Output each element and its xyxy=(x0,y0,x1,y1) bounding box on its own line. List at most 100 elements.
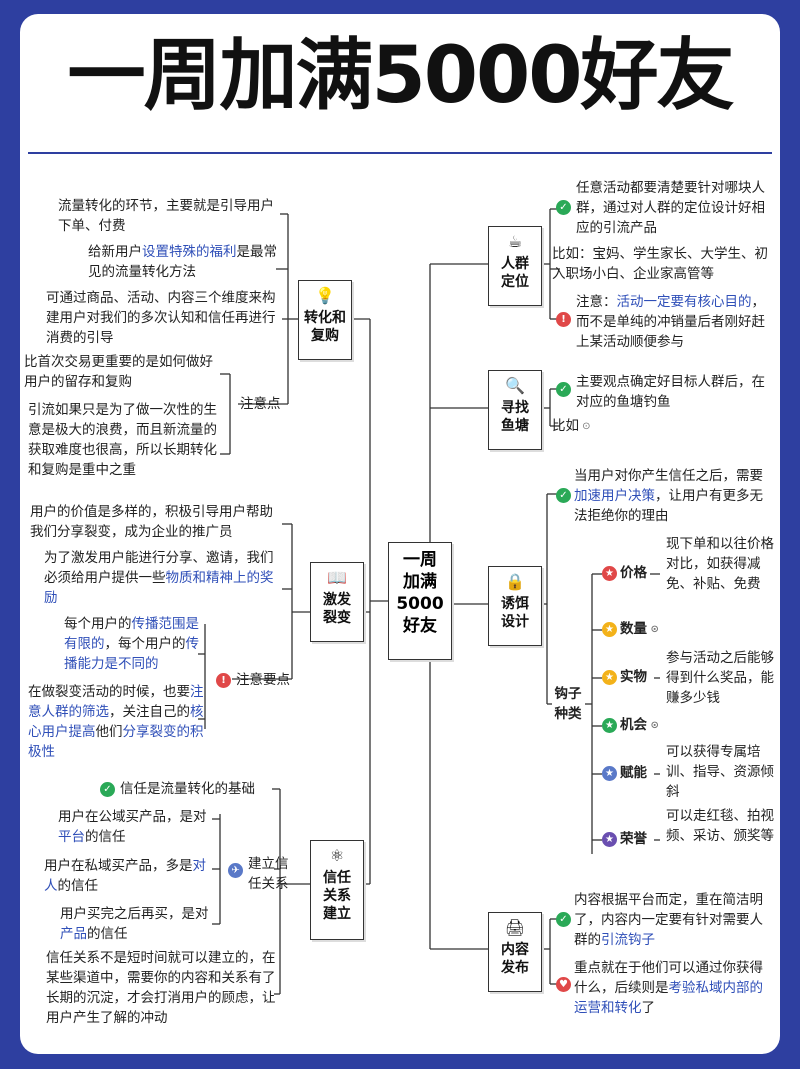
text-highlight: 对人 xyxy=(44,858,206,894)
node-label: 裂变 xyxy=(323,610,351,626)
trust-text-2: 用户在公域买产品，是对平台的信任 xyxy=(58,807,210,847)
node-label: 发布 xyxy=(501,960,529,976)
hook-desc: 现下单和以往价格对比，如获得减免、补贴、免费 xyxy=(666,536,774,592)
text-fragment: 了 xyxy=(641,1000,656,1016)
text-fragment: 为了激发用户能进行分享、邀请，我们必须给用户提供一些 xyxy=(44,550,274,586)
book-icon: 📖 xyxy=(327,568,347,587)
text-fragment: 当用户对你产生信任之后，需要 xyxy=(574,468,763,484)
text-highlight: 传播范围是有限的 xyxy=(64,616,199,652)
text-highlight: 考验私域内部的运营和转化 xyxy=(574,980,763,1016)
center-line: 加满 xyxy=(403,572,437,592)
poster-card: 一周加满5000好友 xyxy=(20,14,780,1054)
check-icon: ✓ xyxy=(556,488,571,503)
hook-name: 赋能 xyxy=(620,765,647,781)
node-conversion: 💡 转化和 复购 xyxy=(298,280,352,360)
fission-text-1: 用户的价值是多样的，积极引导用户帮助我们分享裂变，成为企业的推广员 xyxy=(30,504,273,540)
text-fragment: 重点就在于他们可以通过你获得什么，后续则是 xyxy=(574,960,763,996)
crowd-text-1: 任意活动都要清楚要针对哪块人群，通过对人群的定位设计好相应的引流产品 xyxy=(576,180,765,236)
bait-text-1: 当用户对你产生信任之后，需要加速用户决策，让用户有更多无法拒绝你的理由 xyxy=(574,466,776,526)
fission-text-4: 在做裂变活动的时候，也要注意人群的筛选，关注自己的核心用户提高他们分享裂变的积极… xyxy=(28,682,206,762)
center-node: 一周 加满 5000 好友 xyxy=(388,542,452,660)
text-highlight: 核心用户提高 xyxy=(28,704,204,740)
lock-icon: 🔒 xyxy=(505,572,525,591)
hook-desc: 可以走红毯、拍视频、采访、颁奖等 xyxy=(666,808,774,844)
text-fragment: ，每个用户的 xyxy=(104,636,186,652)
pond-text-2: 比如 ⊙ xyxy=(552,416,591,437)
node-trust: ⚛ 信任 关系 建立 xyxy=(310,840,364,940)
conversion-text-2: 给新用户设置特殊的福利是最常见的流量转化方法 xyxy=(88,242,278,282)
text-highlight: 产品 xyxy=(60,926,87,942)
node-label: 建立 xyxy=(323,906,351,922)
star-icon: ★ xyxy=(602,670,617,685)
text-fragment: 用户买完之后再买，是对 xyxy=(60,906,209,922)
conversion-note-label: 注意点 xyxy=(240,396,281,412)
center-line: 好友 xyxy=(403,616,437,636)
text-fragment: ，关注自己的 xyxy=(109,704,190,720)
node-label: 内容 xyxy=(501,942,529,958)
star-icon: ★ xyxy=(602,566,617,581)
node-crowd: ☕ 人群 定位 xyxy=(488,226,542,306)
check-icon: ✓ xyxy=(556,912,571,927)
node-label: 转化和 xyxy=(304,310,346,326)
connector-lines xyxy=(198,208,660,995)
note-icon: ⊙ xyxy=(647,624,659,635)
hook-label-line: 种类 xyxy=(554,706,582,722)
node-label: 诱饵 xyxy=(501,596,529,612)
text-fragment: 机会 xyxy=(620,717,647,733)
heart-icon: ♥ xyxy=(556,977,571,992)
hook-desc: 参与活动之后能够得到什么奖品，能赚多少钱 xyxy=(666,650,774,706)
alert-icon: ! xyxy=(556,312,571,327)
center-line: 5000 xyxy=(396,594,444,614)
text-fragment: 用户在公域买产品，是对 xyxy=(58,809,207,825)
atom-icon: ⚛ xyxy=(329,846,345,865)
text-fragment: 每个用户的 xyxy=(64,616,132,632)
plane-icon: ✈ xyxy=(228,863,243,878)
fission-note-label: 注意要点 xyxy=(236,672,290,688)
note-icon: ⊙ xyxy=(579,421,591,432)
text-fragment: ，让用户有更多无法拒绝你的理由 xyxy=(574,488,763,524)
node-content: 🖨 内容 发布 xyxy=(488,912,542,992)
text-fragment: 他们 xyxy=(95,724,123,740)
pond-text-1: 主要观点确定好目标人群后，在对应的鱼塘钓鱼 xyxy=(576,374,765,410)
text-fragment: 内容根据平台而定，重在简洁明了，内容内一定要有针对需要人群的 xyxy=(574,892,763,948)
crowd-text-3: 注意：活动一定要有核心目的，而不是单纯的冲销量后者刚好赶上某活动顺便参与 xyxy=(576,292,776,352)
node-label: 设计 xyxy=(501,614,529,630)
text-fragment: 在做裂变活动的时候，也要 xyxy=(28,684,190,700)
star-icon: ★ xyxy=(602,832,617,847)
fission-text-3: 每个用户的传播范围是有限的，每个用户的传播能力是不同的 xyxy=(64,614,202,674)
hook-name: 机会 ⊙ xyxy=(620,715,659,736)
trust-text-5: 信任关系不是短时间就可以建立的，在某些渠道中，需要你的内容和关系有了长期的沉淀，… xyxy=(46,950,276,1026)
node-label: 寻找 xyxy=(501,400,529,416)
node-pond: 🔍 寻找 鱼塘 xyxy=(488,370,542,450)
text-fragment: 的信任 xyxy=(85,829,126,845)
node-label: 人群 xyxy=(501,256,529,272)
check-icon: ✓ xyxy=(100,782,115,797)
text-fragment: 注意： xyxy=(576,294,617,310)
star-icon: ★ xyxy=(602,622,617,637)
text-highlight: 物质和精神上的奖励 xyxy=(44,570,274,606)
fission-text-2: 为了激发用户能进行分享、邀请，我们必须给用户提供一些物质和精神上的奖励 xyxy=(44,548,284,608)
text-highlight: 平台 xyxy=(58,829,85,845)
text-highlight: 传播能力是不同的 xyxy=(64,636,199,672)
conversion-text-4: 比首次交易更重要的是如何做好用户的留存和复购 xyxy=(24,354,213,390)
check-icon: ✓ xyxy=(556,382,571,397)
text-highlight: 注意人群的筛选 xyxy=(28,684,204,720)
hook-name: 数量 ⊙ xyxy=(620,619,659,640)
node-label: 定位 xyxy=(501,274,529,290)
text-highlight: 活动一定要有核心目的 xyxy=(616,294,752,310)
hook-name: 价格 xyxy=(620,565,647,581)
trust-sub-label: 建立信任关系 xyxy=(248,856,289,892)
conversion-text-5: 引流如果只是为了做一次性的生意是极大的浪费，而且新流量的获取难度也很高，所以长期… xyxy=(28,402,217,478)
conversion-text-1: 流量转化的环节，主要就是引导用户下单、付费 xyxy=(58,198,274,234)
coffee-icon: ☕ xyxy=(507,232,523,251)
printer-icon: 🖨 xyxy=(504,918,526,937)
text-fragment: 是最常见的流量转化方法 xyxy=(88,244,277,280)
hook-label-line: 钩子 xyxy=(554,686,582,702)
crowd-text-2: 比如：宝妈、学生家长、大学生、初入职场小白、企业家高管等 xyxy=(552,246,768,282)
text-fragment: 用户在私域买产品，多是 xyxy=(44,858,193,874)
alert-icon: ! xyxy=(216,673,231,688)
page-title: 一周加满5000好友 xyxy=(67,31,734,121)
conversion-text-3: 可通过商品、活动、内容三个维度来构建用户对我们的多次认知和信任再进行消费的引导 xyxy=(46,290,276,346)
text-fragment: 的信任 xyxy=(87,926,128,942)
node-label: 鱼塘 xyxy=(501,418,529,434)
